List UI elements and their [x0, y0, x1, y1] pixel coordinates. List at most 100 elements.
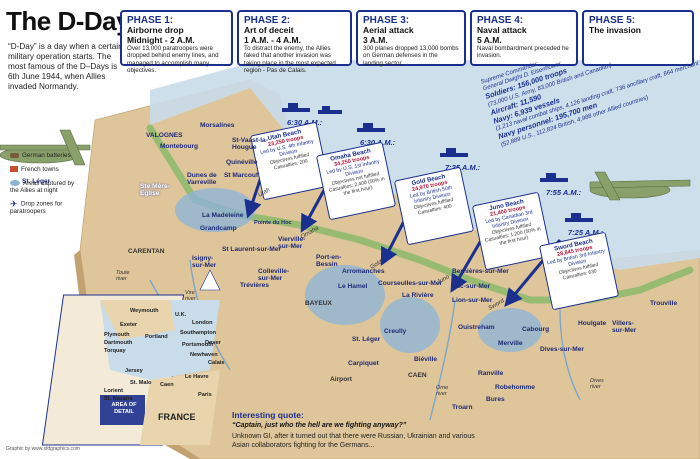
inset-weymouth: Weymouth	[130, 308, 159, 314]
place-le-hamel: Le Hamel	[338, 283, 368, 290]
legend-dropzones: ✈Drop zones for paratroopers	[10, 199, 63, 216]
place-st-vaast: St-Vaast-la-Hougue	[232, 137, 268, 151]
place-st-marcouf: St Marcouf	[224, 172, 259, 179]
place-pointe-du-hoc: Pointe du Hoc	[254, 220, 292, 226]
place-dives-river: Dives river	[590, 378, 604, 390]
place-bieville: Biéville	[414, 356, 438, 363]
place-arromanches: Arromanches	[342, 268, 385, 275]
sword-beach-card: Sword Beach 28,845 troops Led by British…	[538, 231, 620, 311]
captured-area-sword	[478, 308, 542, 352]
captured-area-juno	[380, 297, 440, 353]
phase-4-label: PHASE 4:	[477, 15, 524, 26]
captured-area-gold	[305, 265, 385, 325]
place-dives: Dives-sur-Mer	[540, 346, 584, 353]
ship-utah	[282, 103, 310, 112]
battery-icon	[10, 152, 19, 158]
place-bayeux: BAYEUX	[305, 300, 332, 307]
place-robehomme: Robehomme	[495, 384, 535, 391]
inset-uk: U.K.	[175, 312, 187, 318]
ship-omaha	[357, 123, 385, 132]
place-orne-river: Orne river	[436, 385, 449, 397]
place-valognes: VALOGNES	[146, 132, 183, 139]
plane-right	[589, 171, 691, 201]
inset-jersey: Jersey	[125, 368, 143, 374]
place-luc-sur-mer: Luc-sur-Mer	[452, 283, 491, 290]
place-toute-river: Toute river	[116, 270, 130, 282]
ship-extra	[318, 106, 342, 114]
place-grandcamp: Grandcamp	[200, 225, 237, 232]
inset-paris: Paris	[198, 392, 212, 398]
phase-3-time: 3 A.M.	[363, 34, 388, 45]
town-icon	[10, 166, 18, 173]
phase-4-time: 5 A.M.	[477, 34, 502, 45]
phase-1-name: Airborne drop	[127, 25, 184, 35]
place-port-en-bessin: Port-en-Bessin	[316, 254, 342, 268]
inset-calais: Calais	[208, 360, 225, 366]
phase-4-box: PHASE 4: Naval attack 5 A.M. Naval bomba…	[470, 10, 578, 66]
place-ouistreham: Ouistreham	[458, 324, 495, 331]
inset-st-nazaire: St. Nazaire	[104, 396, 133, 402]
phase-3-text: 300 planes dropped 13,000 bombs on Germa…	[363, 45, 459, 67]
place-troarn: Troarn	[452, 404, 473, 411]
phase-2-label: PHASE 2:	[244, 15, 291, 26]
inset-torquay: Torquay	[104, 348, 126, 354]
phase-3-name: Aerial attack	[363, 25, 414, 35]
place-st-laurent: St Laurent-sur-Mer	[222, 246, 281, 253]
inset-lorient: Lorient	[104, 388, 123, 394]
utah-time: 6:30 A.M.:	[287, 118, 323, 127]
place-la-madeleine: La Madeleine	[202, 212, 244, 219]
credit: Graphic by www.sfdgraphics.com	[6, 446, 80, 452]
plane-left	[0, 129, 91, 166]
legend-towns: French towns	[10, 166, 85, 173]
parachute-icon: ✈	[10, 199, 18, 209]
inset-london: London	[192, 320, 213, 326]
gold-beach-card: Gold Beach 24,970 troops Led by British …	[393, 166, 475, 246]
place-montebourg: Montebourg	[160, 143, 199, 150]
gold-time: 7:25 A.M.:	[445, 163, 481, 172]
place-trevieres: Trévières	[240, 282, 269, 289]
quote-text: “Captain, just who the hell are we fight…	[232, 422, 407, 429]
place-quineville: Quinéville	[226, 159, 258, 166]
inset-southampton: Southampton	[180, 330, 217, 336]
place-carpiquet: Carpiquet	[348, 360, 379, 367]
place-cabourg: Cabourg	[522, 326, 550, 333]
inset-portland: Portland	[145, 334, 168, 340]
place-morsalines: Morsalines	[200, 122, 235, 129]
place-bures: Bures	[486, 396, 505, 403]
inset-area-of-detail: AREA OF DETAIL	[111, 402, 137, 415]
phase-5-label: PHASE 5:	[589, 15, 636, 26]
place-vierville: Vierville-sur-Mer	[278, 236, 306, 250]
ship-juno	[540, 173, 568, 182]
juno-time: 7:55 A.M.:	[546, 188, 582, 197]
place-st-leger-legend: St. Léger	[22, 178, 51, 185]
inset-le-havre: Le Havre	[185, 374, 209, 380]
place-ranville: Ranville	[478, 370, 504, 377]
phase-1-time: Midnight - 2 A.M.	[127, 34, 195, 45]
place-houlgate: Houlgate	[578, 320, 607, 327]
place-vire-river: Vire river	[185, 290, 196, 302]
place-colleville: Colleville-sur-Mer	[258, 268, 290, 282]
phase-3-box: PHASE 3: Aerial attack 3 A.M. 300 planes…	[356, 10, 466, 67]
place-ste-mere-eglise: Ste Mère-Eglise	[140, 183, 170, 197]
place-lion-sur-mer: Lion-sur-Mer	[452, 297, 493, 304]
place-isigny: Isigny-sur-Mer	[192, 255, 217, 269]
inset-st-malo: St. Malo	[130, 380, 152, 386]
quote-heading: Interesting quote:	[232, 410, 304, 420]
ship-gold	[440, 148, 468, 157]
place-courseulles: Courseulles-sur-Mer	[378, 280, 443, 287]
juno-beach-card: Juno Beach 21,400 troops Led by Canadian…	[471, 191, 553, 271]
inset-france: FRANCE	[158, 412, 196, 422]
inset-portsmouth: Portsmouth	[182, 342, 214, 348]
inset-dover: Dover	[205, 340, 221, 346]
place-dunes: Dunes de Varreville	[187, 172, 217, 186]
captured-area-utah	[175, 188, 255, 232]
intro-text: “D-Day” is a day when a certain military…	[8, 42, 123, 91]
sword-time: 7:25 A.M.:	[568, 228, 604, 237]
legend-batteries: German batteries	[10, 152, 85, 159]
place-bernieres: Bernières-sur-Mer	[452, 268, 509, 275]
page-title: The D-Day	[6, 6, 131, 36]
place-creully: Creully	[384, 328, 407, 335]
place-trouville: Trouville	[650, 300, 678, 307]
